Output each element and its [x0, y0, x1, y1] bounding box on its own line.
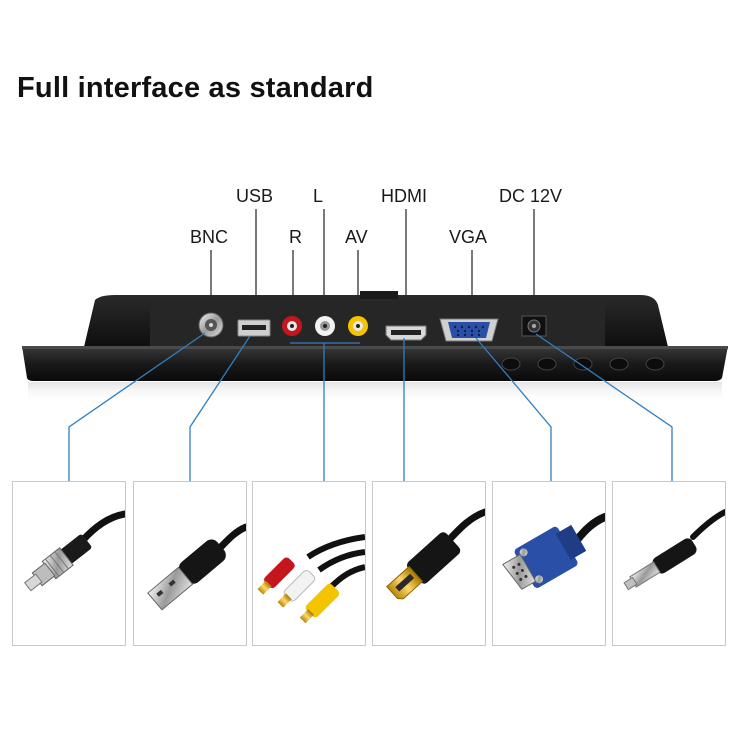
port-label-l: L	[313, 186, 324, 206]
av-rca-cable-icon	[257, 534, 365, 624]
port-label-dc: DC 12V	[499, 186, 563, 206]
dc-port-icon	[521, 315, 547, 337]
usb-cable-card	[133, 481, 247, 646]
control-button	[645, 357, 665, 371]
headline: Full interface as standard	[17, 72, 374, 104]
connector-usb	[189, 335, 251, 481]
bnc-cable-icon	[24, 510, 125, 592]
hdmi-port-icon	[385, 325, 427, 341]
connector-lines	[68, 332, 673, 481]
vga-cable-card	[492, 481, 606, 646]
vga-port-icon	[439, 318, 499, 342]
bnc-port-icon	[198, 312, 224, 338]
rca-red-port-icon	[282, 316, 302, 336]
dc-power-cable-icon	[623, 509, 725, 591]
usb-cable-icon	[147, 523, 246, 611]
port-label-vga: VGA	[449, 227, 488, 247]
rca-yellow-port-icon	[348, 316, 368, 336]
control-button	[573, 357, 593, 371]
dc-power-cable-card	[612, 481, 726, 646]
rca-white-port-icon	[315, 316, 335, 336]
hdmi-cable-icon	[386, 508, 485, 600]
vga-cable-icon	[502, 513, 605, 590]
control-button	[537, 357, 557, 371]
connector-vga	[475, 337, 552, 481]
bnc-cable-card	[12, 481, 126, 646]
hdmi-cable-card	[372, 481, 486, 646]
port-label-av: AV	[345, 227, 368, 247]
port-label-usb: USB	[236, 186, 274, 206]
port-label-r: R	[289, 227, 302, 247]
av-rca-cable-card	[252, 481, 366, 646]
connector-dc	[535, 333, 673, 481]
connector-bnc	[68, 332, 206, 481]
control-button	[501, 357, 521, 371]
control-buttons	[501, 357, 665, 371]
usb-port-icon	[237, 319, 271, 337]
port-label-hdmi: HDMI	[381, 186, 427, 206]
control-button	[609, 357, 629, 371]
port-label-bnc: BNC	[190, 227, 229, 247]
